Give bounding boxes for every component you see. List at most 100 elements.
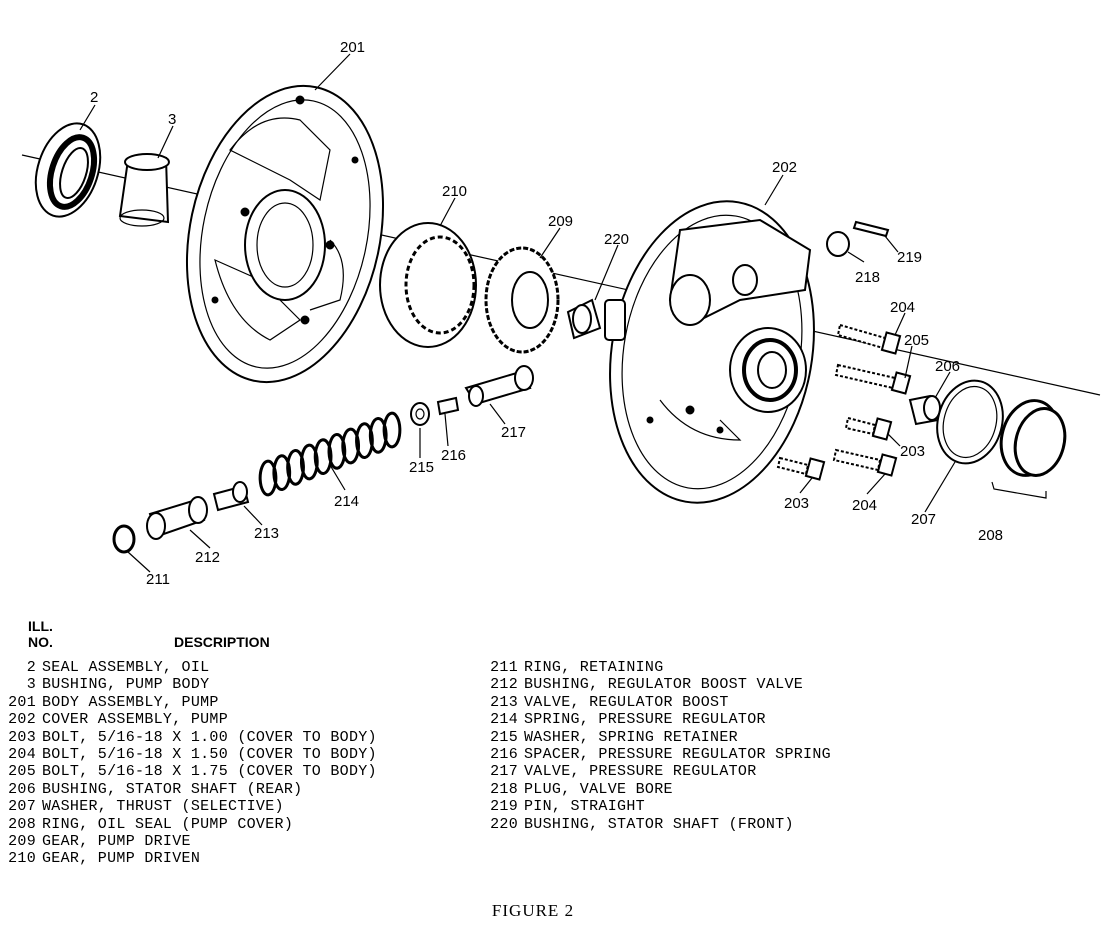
- legend-item-description: RING, RETAINING: [524, 659, 664, 676]
- part-201-pump-body: [185, 84, 385, 384]
- legend-item-description: SEAL ASSEMBLY, OIL: [42, 659, 210, 676]
- bolt-204-lower: [832, 448, 898, 477]
- leader-lines: [79, 53, 956, 573]
- legend-item-description: BUSHING, STATOR SHAFT (REAR): [42, 780, 303, 798]
- legend-item-description: RING, OIL SEAL (PUMP COVER): [42, 815, 294, 833]
- legend-item-description: BOLT, 5/16-18 X 1.00 (COVER TO BODY): [42, 728, 377, 746]
- legend-row: 219 PIN, STRAIGHT: [482, 798, 831, 815]
- callout-212: 212: [195, 549, 220, 566]
- callout-217: 217: [501, 424, 526, 441]
- legend-item-number: 206: [8, 780, 36, 798]
- legend-item-number: 210: [8, 850, 36, 868]
- part-218-plug: [826, 231, 850, 257]
- callout-211: 211: [146, 571, 170, 588]
- legend-item-description: BOLT, 5/16-18 X 1.75 (COVER TO BODY): [42, 763, 377, 781]
- legend-item-description: PIN, STRAIGHT: [524, 798, 645, 816]
- legend-row: 213 VALVE, REGULATOR BOOST: [482, 694, 831, 711]
- legend-row: 205 BOLT, 5/16-18 X 1.75 (COVER TO BODY): [0, 763, 377, 780]
- legend-item-description: BUSHING, STATOR SHAFT (FRONT): [524, 815, 794, 833]
- callout-204-upper: 204: [890, 299, 915, 316]
- legend-row: 206 BUSHING, STATOR SHAFT (REAR): [0, 781, 377, 798]
- legend-row: 211 RING, RETAINING: [482, 659, 831, 676]
- callout-220: 220: [604, 231, 629, 248]
- callout-218: 218: [855, 269, 880, 286]
- legend-item-number: 213: [490, 693, 518, 711]
- legend-item-number: 219: [490, 798, 518, 816]
- legend-item-description: PLUG, VALVE BORE: [524, 780, 673, 798]
- callout-203-upper: 203: [900, 443, 925, 460]
- part-213-boost-valve: [212, 481, 250, 512]
- legend-item-number: 216: [490, 746, 518, 764]
- legend-item-number: 212: [490, 676, 518, 694]
- legend-item-number: 203: [8, 728, 36, 746]
- callout-216: 216: [441, 447, 466, 464]
- legend-right-column: 211 RING, RETAINING 212 BUSHING, REGULATOR …: [482, 659, 831, 833]
- callout-206: 206: [935, 358, 960, 375]
- legend-item-number: 207: [8, 798, 36, 816]
- legend-item-number: 217: [490, 763, 518, 781]
- legend-item-description: COVER ASSEMBLY, PUMP: [42, 711, 229, 729]
- legend-item-number: 208: [8, 815, 36, 833]
- bolt-204-upper: [836, 323, 902, 355]
- part-3-bushing: [118, 153, 170, 227]
- part-216-spacer: [436, 396, 460, 416]
- part-202-pump-cover: [604, 200, 815, 504]
- legend-item-number: 211: [490, 659, 518, 676]
- part-207-thrust-washer: [936, 379, 1004, 465]
- legend-header-description: DESCRIPTION: [174, 634, 270, 650]
- legend-item-number: 205: [8, 763, 36, 781]
- legend-item-description: WASHER, THRUST (SELECTIVE): [42, 798, 284, 816]
- callout-208: 208: [978, 527, 1003, 544]
- callout-202: 202: [772, 159, 797, 176]
- part-212-boost-bushing: [146, 496, 208, 540]
- legend-item-number: 204: [8, 746, 36, 764]
- callout-205: 205: [904, 332, 929, 349]
- callout-204-lower: 204: [852, 497, 877, 514]
- legend-item-description: GEAR, PUMP DRIVE: [42, 833, 191, 851]
- legend-item-description: BODY ASSEMBLY, PUMP: [42, 693, 219, 711]
- legend-row: 212 BUSHING, REGULATOR BOOST VALVE: [482, 676, 831, 693]
- legend-row: 203 BOLT, 5/16-18 X 1.00 (COVER TO BODY): [0, 729, 377, 746]
- callout-210: 210: [442, 183, 467, 200]
- legend-item-number: 3: [26, 676, 36, 694]
- callout-207: 207: [911, 511, 936, 528]
- legend-item-description: BUSHING, REGULATOR BOOST VALVE: [524, 676, 804, 694]
- part-209-drive-gear: [484, 246, 560, 354]
- legend-item-number: 201: [8, 693, 36, 711]
- legend-item-number: 220: [490, 815, 518, 833]
- legend-row: 204 BOLT, 5/16-18 X 1.50 (COVER TO BODY): [0, 746, 377, 763]
- legend-header-no: NO.: [28, 634, 53, 650]
- pump-exploded-diagram: 2 3 201 202 203 203 204 204 205 206 207 …: [21, 39, 1101, 588]
- callout-3: 3: [168, 111, 176, 128]
- bolt-203-upper: [844, 416, 893, 441]
- legend-row: 214 SPRING, PRESSURE REGULATOR: [482, 711, 831, 728]
- callout-215: 215: [409, 459, 434, 476]
- legend-item-description: GEAR, PUMP DRIVEN: [42, 850, 201, 868]
- callout-214: 214: [334, 493, 359, 510]
- figure-caption: FIGURE 2: [491, 901, 575, 920]
- legend-row: 208 RING, OIL SEAL (PUMP COVER): [0, 816, 377, 833]
- legend-row: 202 COVER ASSEMBLY, PUMP: [0, 711, 377, 728]
- part-214-spring: [258, 411, 402, 497]
- part-208-seal-rings: [991, 399, 1067, 499]
- legend-item-description: SPRING, PRESSURE REGULATOR: [524, 711, 766, 729]
- part-217-pressure-regulator-valve: [464, 365, 534, 407]
- bolt-203-lower: [776, 456, 826, 481]
- legend-row: 201 BODY ASSEMBLY, PUMP: [0, 694, 377, 711]
- callout-203-lower: 203: [784, 495, 809, 512]
- callout-219: 219: [897, 249, 922, 266]
- legend-row: 210 GEAR, PUMP DRIVEN: [0, 850, 377, 867]
- part-2-oil-seal: [34, 122, 102, 218]
- callout-2: 2: [90, 89, 98, 106]
- callout-209: 209: [548, 213, 573, 230]
- legend-item-number: 202: [8, 711, 36, 729]
- legend-item-description: BOLT, 5/16-18 X 1.50 (COVER TO BODY): [42, 746, 377, 764]
- legend-item-description: VALVE, REGULATOR BOOST: [524, 693, 729, 711]
- legend-item-number: 214: [490, 711, 518, 729]
